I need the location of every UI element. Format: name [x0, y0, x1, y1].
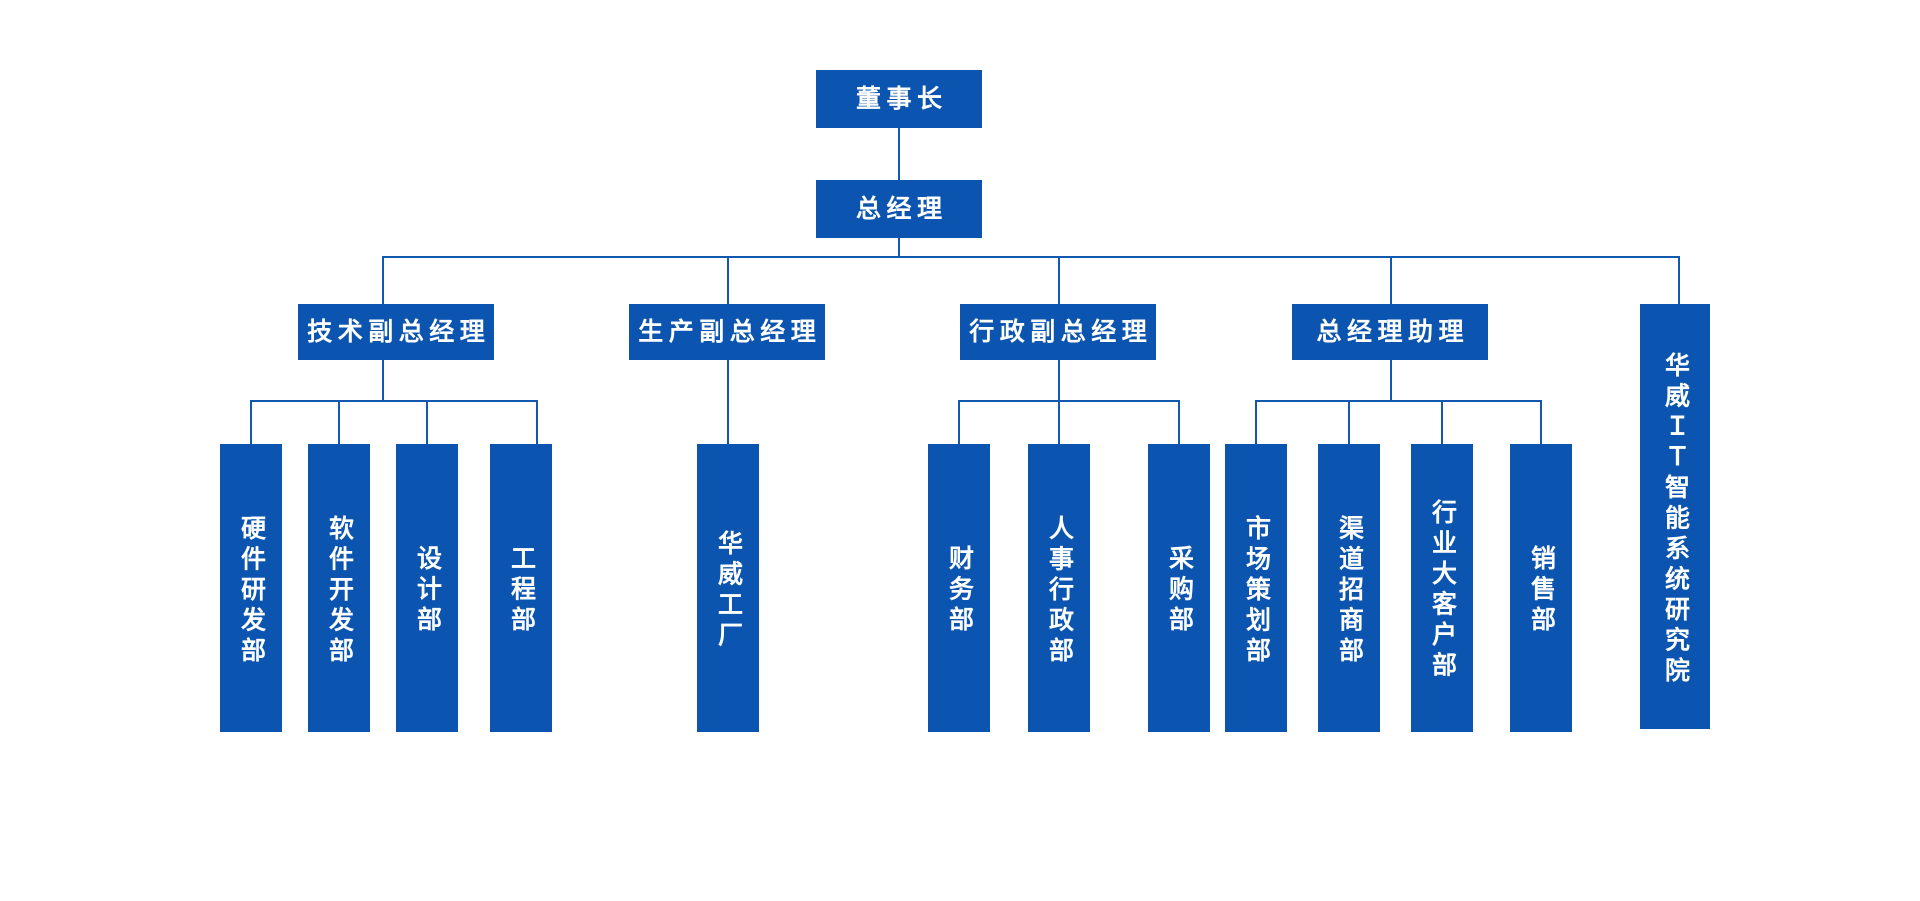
connector-tech-to-hardware — [250, 400, 252, 444]
node-purchasing-dept[interactable]: 采购部 — [1148, 444, 1210, 732]
node-hr-admin-dept[interactable]: 人事行政部 — [1028, 444, 1090, 732]
connector-gm-to-bus — [898, 238, 900, 257]
connector-assistant-to-key-account — [1441, 400, 1443, 444]
connector-bus-to-gm-assistant — [1390, 256, 1392, 304]
node-gm-assistant[interactable]: 总经理助理 — [1292, 304, 1488, 360]
node-design-dept[interactable]: 设计部 — [396, 444, 458, 732]
bus-assistant-children — [1255, 400, 1540, 402]
bus-level3 — [382, 256, 1678, 258]
connector-tech-to-design — [426, 400, 428, 444]
connector-admin-vgm-to-bus — [1058, 360, 1060, 400]
node-general-manager[interactable]: 总经理 — [816, 180, 982, 238]
connector-bus-to-research-institute — [1678, 256, 1680, 304]
connector-admin-to-finance — [958, 400, 960, 444]
node-huawei-factory[interactable]: 华威工厂 — [697, 444, 759, 732]
node-production-vice-gm[interactable]: 生产副总经理 — [629, 304, 825, 360]
connector-assistant-to-sales — [1540, 400, 1542, 444]
connector-assistant-to-marketing — [1255, 400, 1257, 444]
connector-tech-vgm-to-bus — [382, 360, 384, 400]
connector-bus-to-production-vgm — [727, 256, 729, 304]
node-technical-vice-gm[interactable]: 技术副总经理 — [298, 304, 494, 360]
connector-chairman-to-gm — [898, 128, 900, 180]
connector-production-to-factory — [727, 360, 729, 444]
node-industry-key-account-dept[interactable]: 行业大客户部 — [1411, 444, 1473, 732]
connector-admin-to-purchasing — [1178, 400, 1180, 444]
connector-gm-assistant-to-bus — [1390, 360, 1392, 400]
node-finance-dept[interactable]: 财务部 — [928, 444, 990, 732]
connector-admin-to-hr — [1058, 400, 1060, 444]
node-sales-dept[interactable]: 销售部 — [1510, 444, 1572, 732]
bus-tech-children — [250, 400, 536, 402]
node-engineering-dept[interactable]: 工程部 — [490, 444, 552, 732]
connector-assistant-to-channel — [1348, 400, 1350, 444]
connector-bus-to-admin-vgm — [1058, 256, 1060, 304]
connector-bus-to-tech-vgm — [382, 256, 384, 304]
node-chairman[interactable]: 董事长 — [816, 70, 982, 128]
node-administrative-vice-gm[interactable]: 行政副总经理 — [960, 304, 1156, 360]
bus-admin-children — [958, 400, 1178, 402]
connector-tech-to-software — [338, 400, 340, 444]
connector-tech-to-engineering — [536, 400, 538, 444]
node-channel-investment-dept[interactable]: 渠道招商部 — [1318, 444, 1380, 732]
node-hardware-rd-dept[interactable]: 硬件研发部 — [220, 444, 282, 732]
node-software-dev-dept[interactable]: 软件开发部 — [308, 444, 370, 732]
node-marketing-planning-dept[interactable]: 市场策划部 — [1225, 444, 1287, 732]
node-huawei-it-research-institute[interactable]: 华威ＩＴ智能系统研究院 — [1640, 304, 1710, 729]
